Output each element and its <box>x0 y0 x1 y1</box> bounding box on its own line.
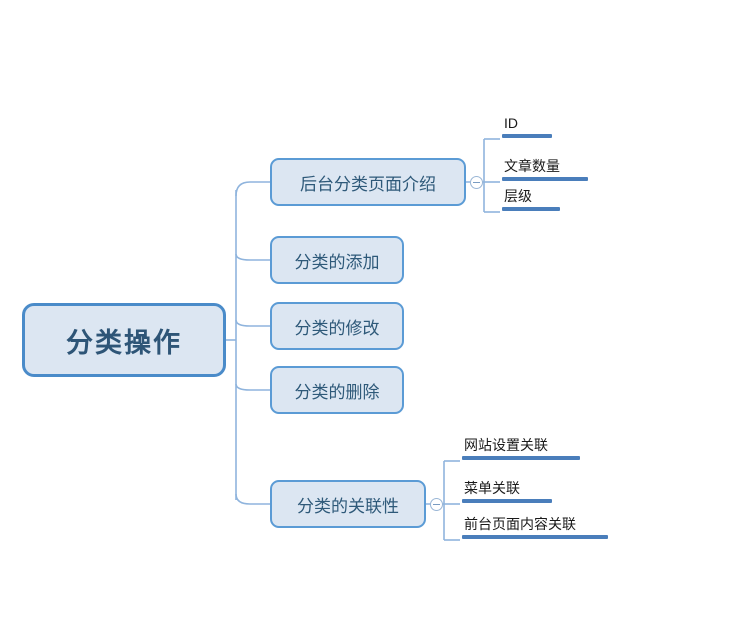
branch-node-category-delete[interactable]: 分类的删除 <box>270 366 404 414</box>
leaf-underline-bar <box>462 456 580 460</box>
branch-node-label: 后台分类页面介绍 <box>300 174 436 194</box>
connector-branch-2 <box>235 253 270 261</box>
branch-node-category-add[interactable]: 分类的添加 <box>270 236 404 284</box>
branch-node-backend-category-page[interactable]: 后台分类页面介绍 <box>270 158 466 206</box>
leaf-node-label: 文章数量 <box>504 158 560 174</box>
branch-node-label: 分类的添加 <box>294 252 380 272</box>
connector-branch-4 <box>235 383 270 391</box>
collapse-toggle-branch-1[interactable] <box>470 176 483 189</box>
leaf-node-label: 菜单关联 <box>464 480 520 496</box>
connector-branch-5 <box>235 493 270 505</box>
collapse-toggle-branch-5[interactable] <box>430 498 443 511</box>
leaf-node-site-settings-relation[interactable]: 网站设置关联 <box>462 437 592 460</box>
branch-node-category-edit[interactable]: 分类的修改 <box>270 302 404 350</box>
leaf-node-label: 层级 <box>504 188 532 204</box>
branch-node-label: 分类的修改 <box>294 318 380 338</box>
connector-branch-3 <box>235 319 270 327</box>
leaf-node-label: 前台页面内容关联 <box>464 516 576 532</box>
leaf-node-label: ID <box>504 115 518 131</box>
leaf-underline-bar <box>502 177 588 181</box>
leaf-underline-bar <box>462 535 608 539</box>
leaf-node-id[interactable]: ID <box>502 115 588 138</box>
root-node[interactable]: 分类操作 <box>22 303 226 377</box>
leaf-node-label: 网站设置关联 <box>464 437 548 453</box>
leaf-node-menu-relation[interactable]: 菜单关联 <box>462 480 572 503</box>
leaf-node-frontend-content-relation[interactable]: 前台页面内容关联 <box>462 516 612 539</box>
root-node-label: 分类操作 <box>66 327 182 358</box>
leaf-underline-bar <box>462 499 552 503</box>
branch-node-label: 分类的关联性 <box>297 496 399 516</box>
leaf-node-article-count[interactable]: 文章数量 <box>502 158 602 181</box>
branch-node-category-relations[interactable]: 分类的关联性 <box>270 480 426 528</box>
leaf-underline-bar <box>502 207 560 211</box>
connector-branch-1 <box>235 181 270 197</box>
branch-node-label: 分类的删除 <box>294 382 380 402</box>
leaf-node-level[interactable]: 层级 <box>502 188 588 211</box>
leaf-underline-bar <box>502 134 552 138</box>
